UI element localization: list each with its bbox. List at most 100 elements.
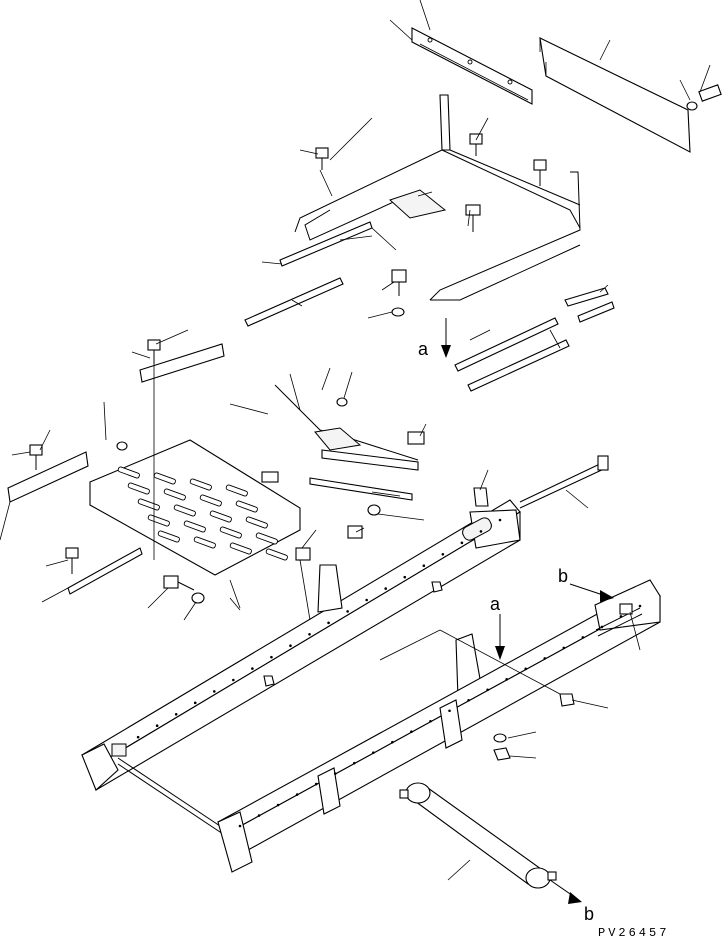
top-bracket-strip: [411, 27, 533, 105]
frame-hole: [365, 598, 368, 602]
leader-line: [565, 489, 589, 509]
frame-hole: [289, 644, 292, 648]
leader-lines: [0, 0, 711, 881]
platform-slot: [225, 484, 248, 497]
platform-slot: [235, 500, 258, 513]
frame-hole: [333, 772, 337, 775]
arrow-a-lower: [495, 614, 505, 660]
frame-hole: [562, 646, 566, 650]
leader-line: [381, 281, 395, 291]
leader-line: [103, 401, 107, 441]
perforated-platform: [89, 439, 301, 576]
leader-line: [467, 209, 471, 227]
frame-hole: [543, 657, 547, 660]
long-rod-bolt: [519, 455, 609, 509]
leader-line: [41, 587, 69, 603]
leader-line: [289, 373, 301, 411]
frame-nuts: [263, 581, 575, 761]
leader-line: [155, 329, 189, 345]
platform-slot: [173, 504, 196, 517]
frame-hole: [251, 667, 254, 670]
label-a-lower: a: [490, 594, 501, 614]
frame-hole: [505, 678, 508, 681]
frame-hole: [295, 793, 299, 796]
leader-line: [339, 235, 373, 241]
small-strips-middle: [67, 449, 419, 595]
leader-line: [299, 149, 319, 155]
leader-line: [599, 39, 611, 61]
platform-slot: [219, 526, 242, 539]
leader-line: [319, 169, 333, 197]
frame-hole: [467, 698, 470, 702]
platform-slot: [199, 494, 222, 507]
leader-line: [0, 501, 11, 541]
leader-line: [355, 527, 365, 533]
frame-hole: [498, 518, 502, 522]
leader-line: [629, 611, 641, 651]
platform-slot: [255, 532, 278, 545]
leader-line: [147, 587, 169, 609]
leader-line: [367, 311, 393, 319]
platform-slot: [229, 542, 252, 555]
frame-hole: [524, 667, 528, 671]
assembly-line: [229, 597, 241, 611]
leader-line: [321, 367, 331, 391]
frame-hole: [327, 621, 330, 625]
frame-hole: [638, 604, 642, 608]
frame-hole: [212, 690, 216, 693]
leader-line: [229, 579, 241, 609]
frame-hole: [155, 724, 159, 728]
upper-bolts: [315, 133, 547, 317]
frame-hole: [479, 530, 483, 533]
leader-line: [447, 859, 471, 881]
leader-line: [377, 513, 425, 521]
upper-support-frame: [294, 94, 581, 301]
platform-slot: [127, 482, 150, 495]
frame-hole: [422, 564, 426, 568]
drawing-code: PV26457: [598, 926, 669, 940]
assembly-line: [379, 629, 441, 661]
leader-line: [599, 284, 609, 293]
leader-line: [507, 731, 537, 739]
frame-hole: [308, 632, 311, 636]
frame-hole: [429, 719, 432, 723]
frame-hole: [384, 587, 388, 590]
leader-line: [11, 451, 31, 456]
platform-slot: [147, 514, 170, 527]
leader-line: [45, 559, 69, 567]
top-cover-plate: [539, 37, 691, 153]
leader-line: [329, 117, 373, 161]
frame-hole: [410, 730, 413, 734]
leader-line: [39, 429, 51, 451]
leader-line: [549, 329, 561, 349]
frame-hole: [270, 655, 273, 659]
platform-slot: [153, 472, 176, 485]
arrow-b-upper: [569, 583, 614, 602]
frame-hole: [346, 610, 349, 613]
arrow-b-lower: [549, 879, 582, 904]
frame-hole: [257, 814, 261, 817]
frame-hole: [460, 541, 464, 545]
frame-hole: [238, 824, 242, 828]
frame-hole: [276, 803, 280, 807]
middle-bolts: [29, 339, 425, 604]
label-b-lower: b: [584, 904, 594, 924]
frame-hole: [403, 575, 407, 579]
frame-hole: [448, 709, 451, 713]
arrow-a-upper: [441, 318, 451, 358]
spring-cylinder: [399, 782, 557, 889]
label-a-upper: a: [418, 339, 429, 359]
platform-slot: [209, 510, 232, 523]
leader-line: [571, 699, 609, 709]
frame-hole: [581, 636, 585, 639]
frame-hole: [193, 701, 197, 705]
leader-line: [679, 79, 691, 101]
platform-slot: [163, 488, 186, 501]
frame-hole: [391, 740, 394, 744]
assembly-line: [299, 559, 311, 621]
frame-hole: [136, 735, 140, 739]
frame-hole: [372, 751, 375, 754]
leader-line: [475, 117, 489, 141]
leader-line: [371, 491, 401, 497]
frame-hole: [441, 552, 445, 556]
